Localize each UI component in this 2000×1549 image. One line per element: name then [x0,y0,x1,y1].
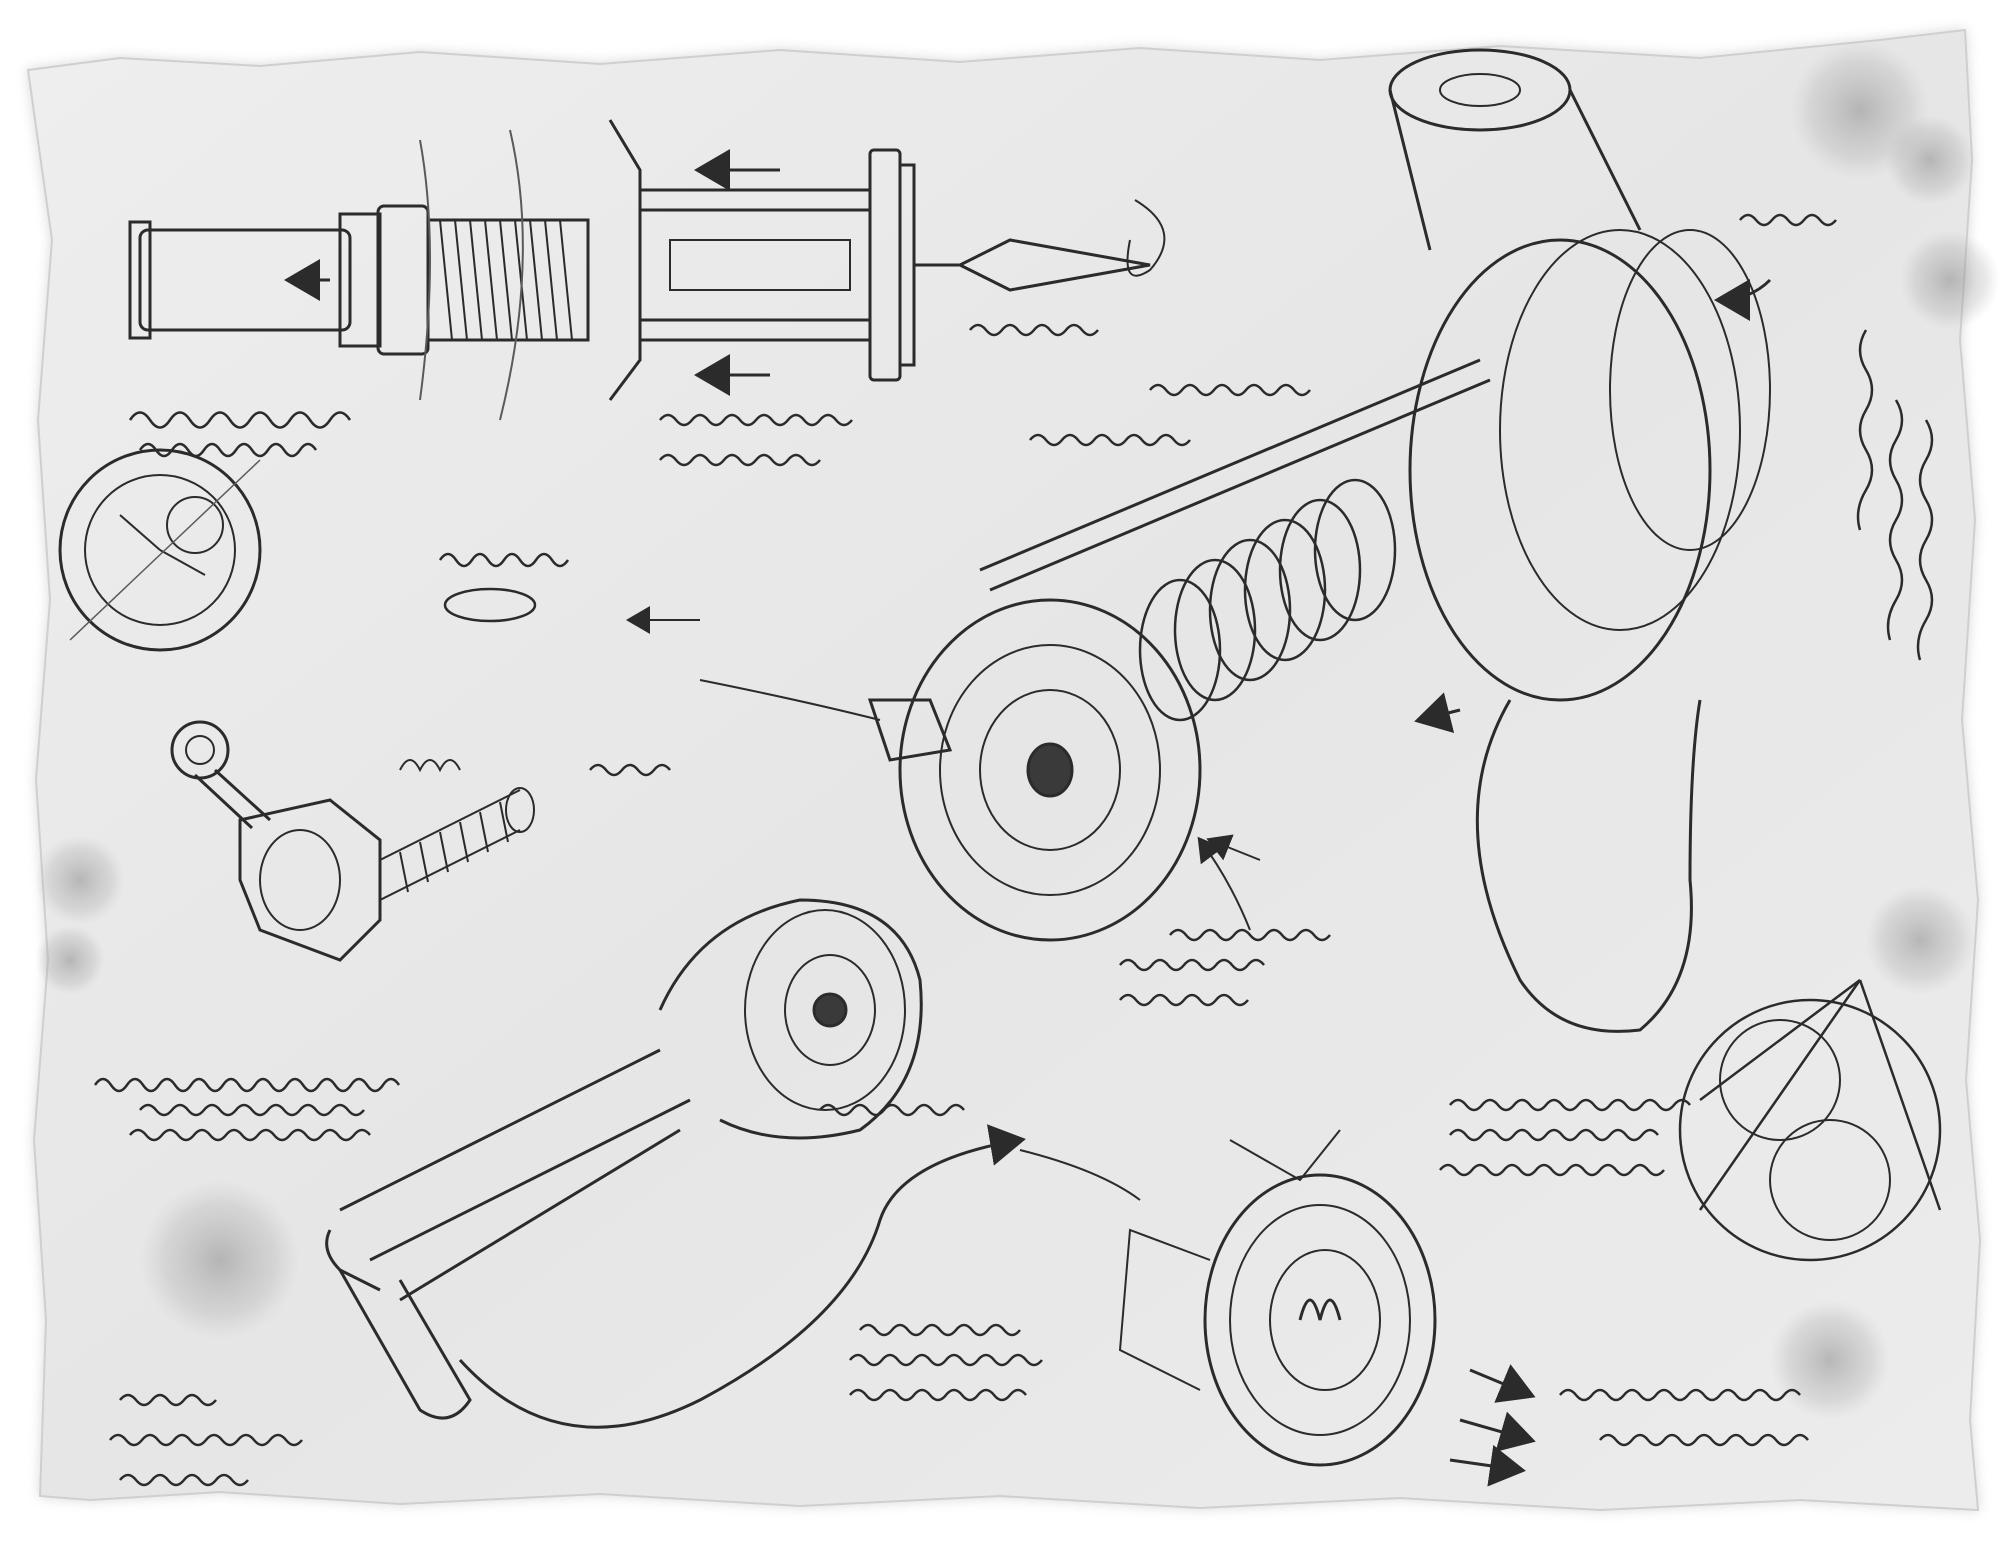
stain-left-low [35,925,105,995]
coil-threads [439,219,573,341]
sketch-crank-screw [170,720,535,962]
arrow-icon [1459,1411,1536,1452]
spiral-icon [1714,278,1772,321]
stain-bottom-right [1770,1300,1890,1420]
stain-left [35,835,125,925]
sketch-blower-tube [325,898,923,1420]
paper [26,28,1982,1512]
paper-sheet [26,28,1982,1512]
sketch-main-ray-gun [626,48,1771,1033]
stain-top-right-small [1885,115,1975,205]
sketch-spear-chamber [608,119,1166,401]
arrow-icon [1449,1444,1526,1487]
curved-arrow [458,1124,1026,1429]
arrow-icon [1469,1364,1536,1403]
screw-threads [379,787,535,901]
stain-bottom-left [140,1180,300,1340]
sketch-geometric-circle [1678,979,1942,1262]
stains [35,40,2000,1420]
connector-arrows [458,278,1772,1487]
stain-right [1900,230,2000,330]
main-spring [1138,478,1397,722]
stain-right-mid [1865,885,1975,995]
handwriting-scribbles [93,213,1934,1487]
sketch-circular-gauge [58,448,262,652]
sketch-coil-cylinder [128,129,590,421]
sketch-disc-emitter [1019,1129,1437,1467]
